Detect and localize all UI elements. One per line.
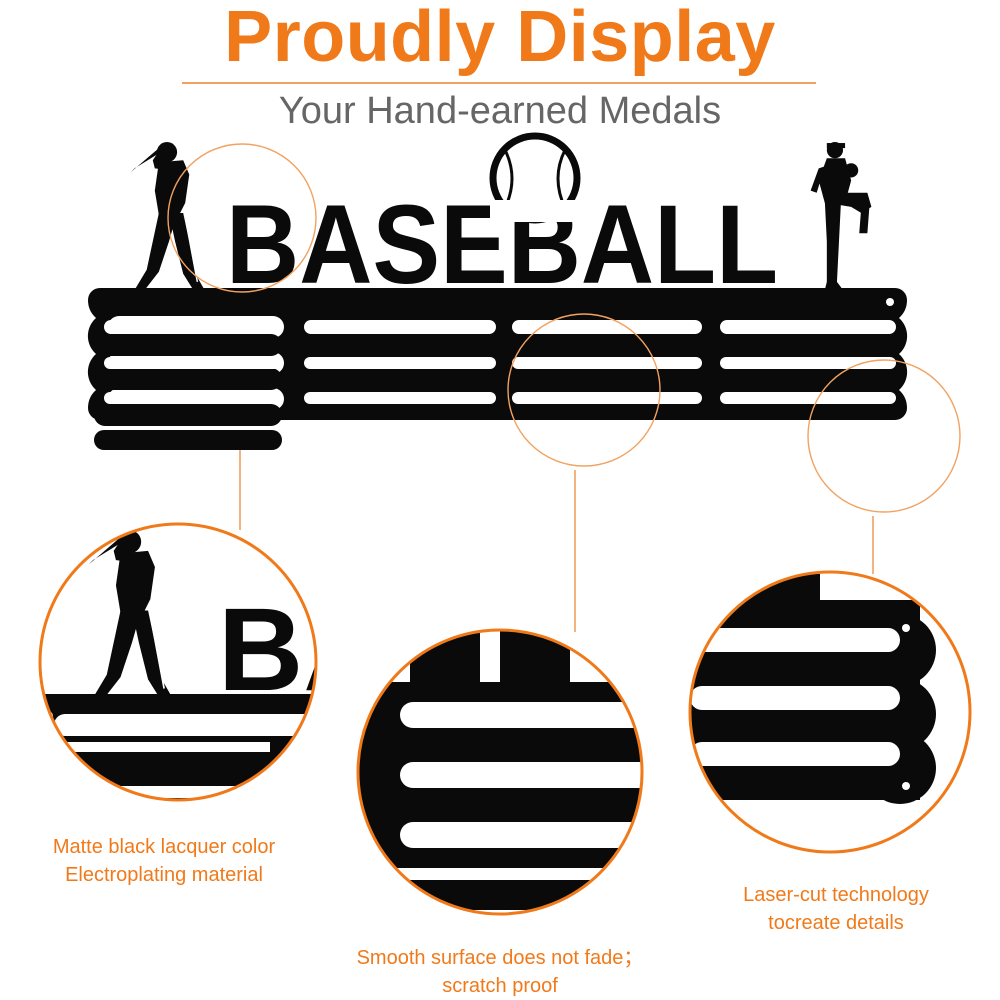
detail-highlight-rings: [167, 143, 961, 513]
zoom-detail-1: BA: [40, 524, 388, 800]
feature-3-line-1: Laser-cut technology: [743, 884, 929, 906]
batter-icon: [129, 141, 205, 291]
page-subtitle: Your Hand-earned Medals: [278, 90, 722, 132]
feature-1-line-1: Matte black lacquer color: [52, 836, 276, 858]
feature-1-line-2: Electroplating material: [65, 864, 263, 886]
feature-2-line-2: scratch proof: [442, 975, 558, 997]
rack-slots: [94, 334, 282, 450]
zoom-ring-1: [38, 522, 318, 802]
zoom-detail-2: [358, 630, 642, 914]
zoom-ring-3: [688, 570, 972, 854]
feature-caption-2: Smooth surface does not fade； scratch pr…: [330, 944, 670, 1000]
zoom-detail-3: [690, 572, 970, 852]
feature-3-line-2: tocreate details: [768, 912, 904, 934]
feature-caption-1: Matte black lacquer color Electroplating…: [28, 833, 300, 889]
feature-2-line-1: Smooth surface does not fade；: [356, 947, 644, 969]
zoom-ring-2: [356, 628, 644, 916]
pitcher-icon: [810, 142, 872, 290]
title-divider: [182, 82, 816, 84]
page-title: Proudly Display: [224, 0, 776, 77]
zoom-letters: BA: [218, 584, 388, 716]
baseball-icon: [489, 132, 582, 224]
feature-caption-3: Laser-cut technology tocreate details: [716, 881, 956, 937]
rack-slot-cutouts: [104, 320, 896, 404]
